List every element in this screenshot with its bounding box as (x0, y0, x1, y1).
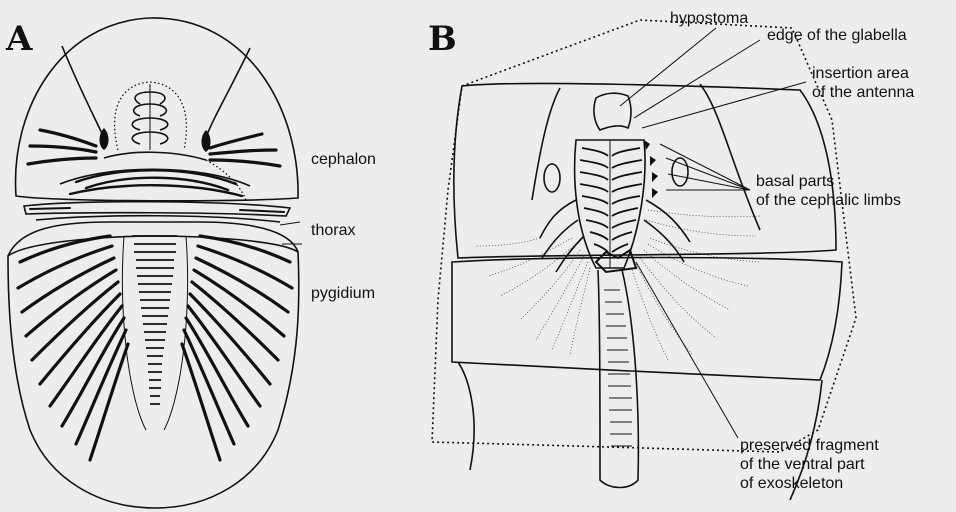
panel-a-drawing (8, 18, 299, 508)
panel-b-letter: B (428, 19, 457, 59)
panel-a-letter: A (5, 19, 33, 59)
b-right-eye (672, 158, 688, 186)
pygidium-label: pygidium (311, 285, 375, 302)
preserved-label-1: preserved fragment (740, 437, 879, 454)
insertion-area-label-1: insertion area (812, 65, 909, 82)
axis-rings (122, 236, 187, 430)
preserved-label-2: of the ventral part (740, 456, 865, 473)
panel-a-labels: cephalon thorax pygidium (280, 151, 376, 302)
panel-b-labels: hypostoma edge of the glabella insertion… (670, 10, 914, 492)
insertion-area-label-2: of the antenna (812, 84, 914, 101)
hypostoma-label: hypostoma (670, 10, 748, 27)
basal-parts-label-2: of the cephalic limbs (756, 192, 901, 209)
left-pleurae (18, 236, 128, 460)
cephalon-label: cephalon (311, 151, 376, 168)
thorax-label: thorax (311, 222, 355, 239)
basal-parts-label-1: basal parts (756, 173, 834, 190)
preserved-label-3: of exoskeleton (740, 475, 843, 492)
basal-limbs (575, 140, 658, 268)
thorax-tick-top (280, 222, 300, 225)
cephalon-outline (16, 18, 299, 201)
edge-glabella-label: edge of the glabella (767, 27, 907, 44)
panel-b-drawing (432, 20, 856, 500)
right-pleurae (182, 236, 292, 460)
panel-b-leaders (620, 28, 806, 438)
b-left-eye (544, 164, 560, 192)
